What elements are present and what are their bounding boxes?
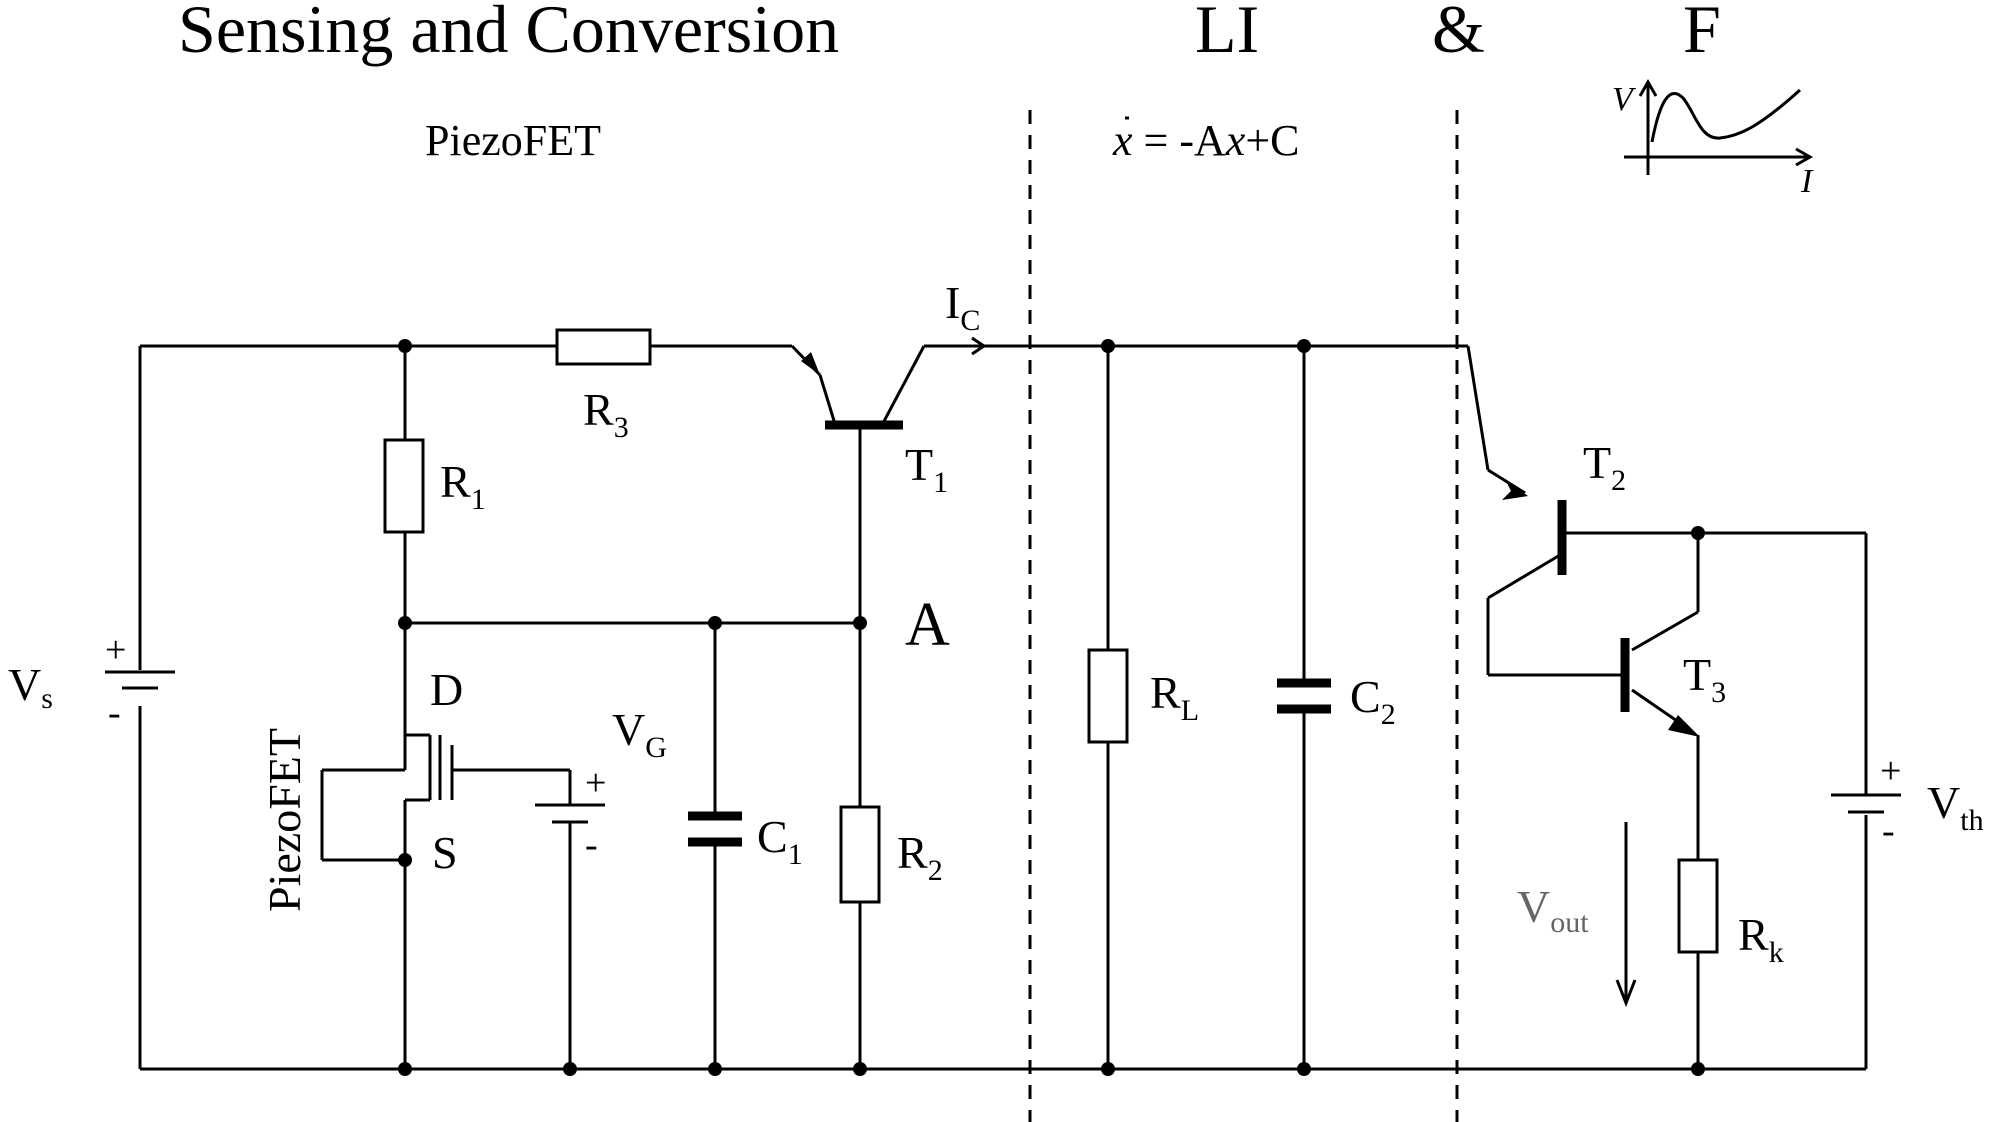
svg-text:+: + — [1880, 750, 1901, 792]
battery-vs: + - — [105, 629, 175, 734]
label-rl: RL — [1150, 667, 1199, 727]
label-t2: T2 — [1583, 437, 1626, 497]
transistor-t2 — [1502, 479, 1567, 575]
label-r3: R3 — [583, 384, 629, 444]
wiring-li — [1106, 346, 1306, 1069]
svg-text:+: + — [585, 762, 606, 804]
resistor-r3 — [555, 328, 652, 366]
svg-text:-: - — [108, 692, 121, 734]
vout-arrow — [1615, 822, 1637, 1008]
graph-v-label: V — [1612, 81, 1637, 118]
label-r1: R1 — [440, 456, 486, 516]
title-li: LI — [1195, 0, 1259, 67]
label-vout: Vout — [1517, 881, 1589, 939]
title-f: F — [1683, 0, 1721, 67]
resistor-r2 — [839, 805, 881, 904]
graph-curve — [1650, 88, 1802, 143]
label-vg: VG — [612, 704, 667, 764]
transistor-t3 — [1620, 638, 1700, 737]
label-c2: C2 — [1350, 671, 1396, 731]
label-t1: T1 — [905, 439, 948, 499]
label-r2: R2 — [897, 827, 943, 887]
title-ampersand: & — [1432, 0, 1485, 67]
svg-text:+: + — [105, 629, 126, 671]
svg-text:-: - — [1882, 810, 1895, 852]
capacitor-c2 — [1277, 678, 1331, 714]
battery-vth: + - — [1831, 750, 1901, 852]
equation-li: x = -Ax+C — [1112, 116, 1299, 165]
battery-vg: + - — [535, 762, 606, 866]
capacitor-c1 — [688, 811, 742, 847]
label-c1: C1 — [757, 811, 803, 871]
graph-y-arrow — [1638, 78, 1658, 97]
label-rk: Rk — [1738, 909, 1784, 969]
label-piezofet-vertical: PiezoFET — [259, 728, 310, 912]
transistor-t1 — [801, 352, 903, 430]
wiring-f — [1466, 345, 1868, 1069]
graph-x-arrow — [1795, 147, 1814, 167]
vi-characteristic-graph: V I — [1612, 78, 1814, 200]
svg-text:-: - — [585, 824, 598, 866]
resistor-rk — [1677, 858, 1719, 954]
piezofet-transistor — [405, 733, 454, 802]
subtitle-piezofet: PiezoFET — [425, 116, 601, 165]
label-drain: D — [430, 664, 463, 715]
resistor-r1 — [383, 438, 425, 534]
title-sensing-and-conversion: Sensing and Conversion — [178, 0, 839, 67]
label-t3: T3 — [1683, 649, 1726, 709]
label-ic: IC — [945, 277, 980, 337]
junction-dots — [398, 339, 1705, 1076]
label-node-a: A — [905, 591, 950, 659]
label-source: S — [432, 827, 458, 878]
label-vs: Vs — [8, 659, 53, 715]
label-vth: Vth — [1927, 777, 1984, 837]
current-arrow-ic — [971, 336, 987, 356]
resistor-rl — [1087, 648, 1129, 744]
wiring-sensing — [138, 344, 1866, 1071]
graph-i-label: I — [1800, 163, 1814, 200]
